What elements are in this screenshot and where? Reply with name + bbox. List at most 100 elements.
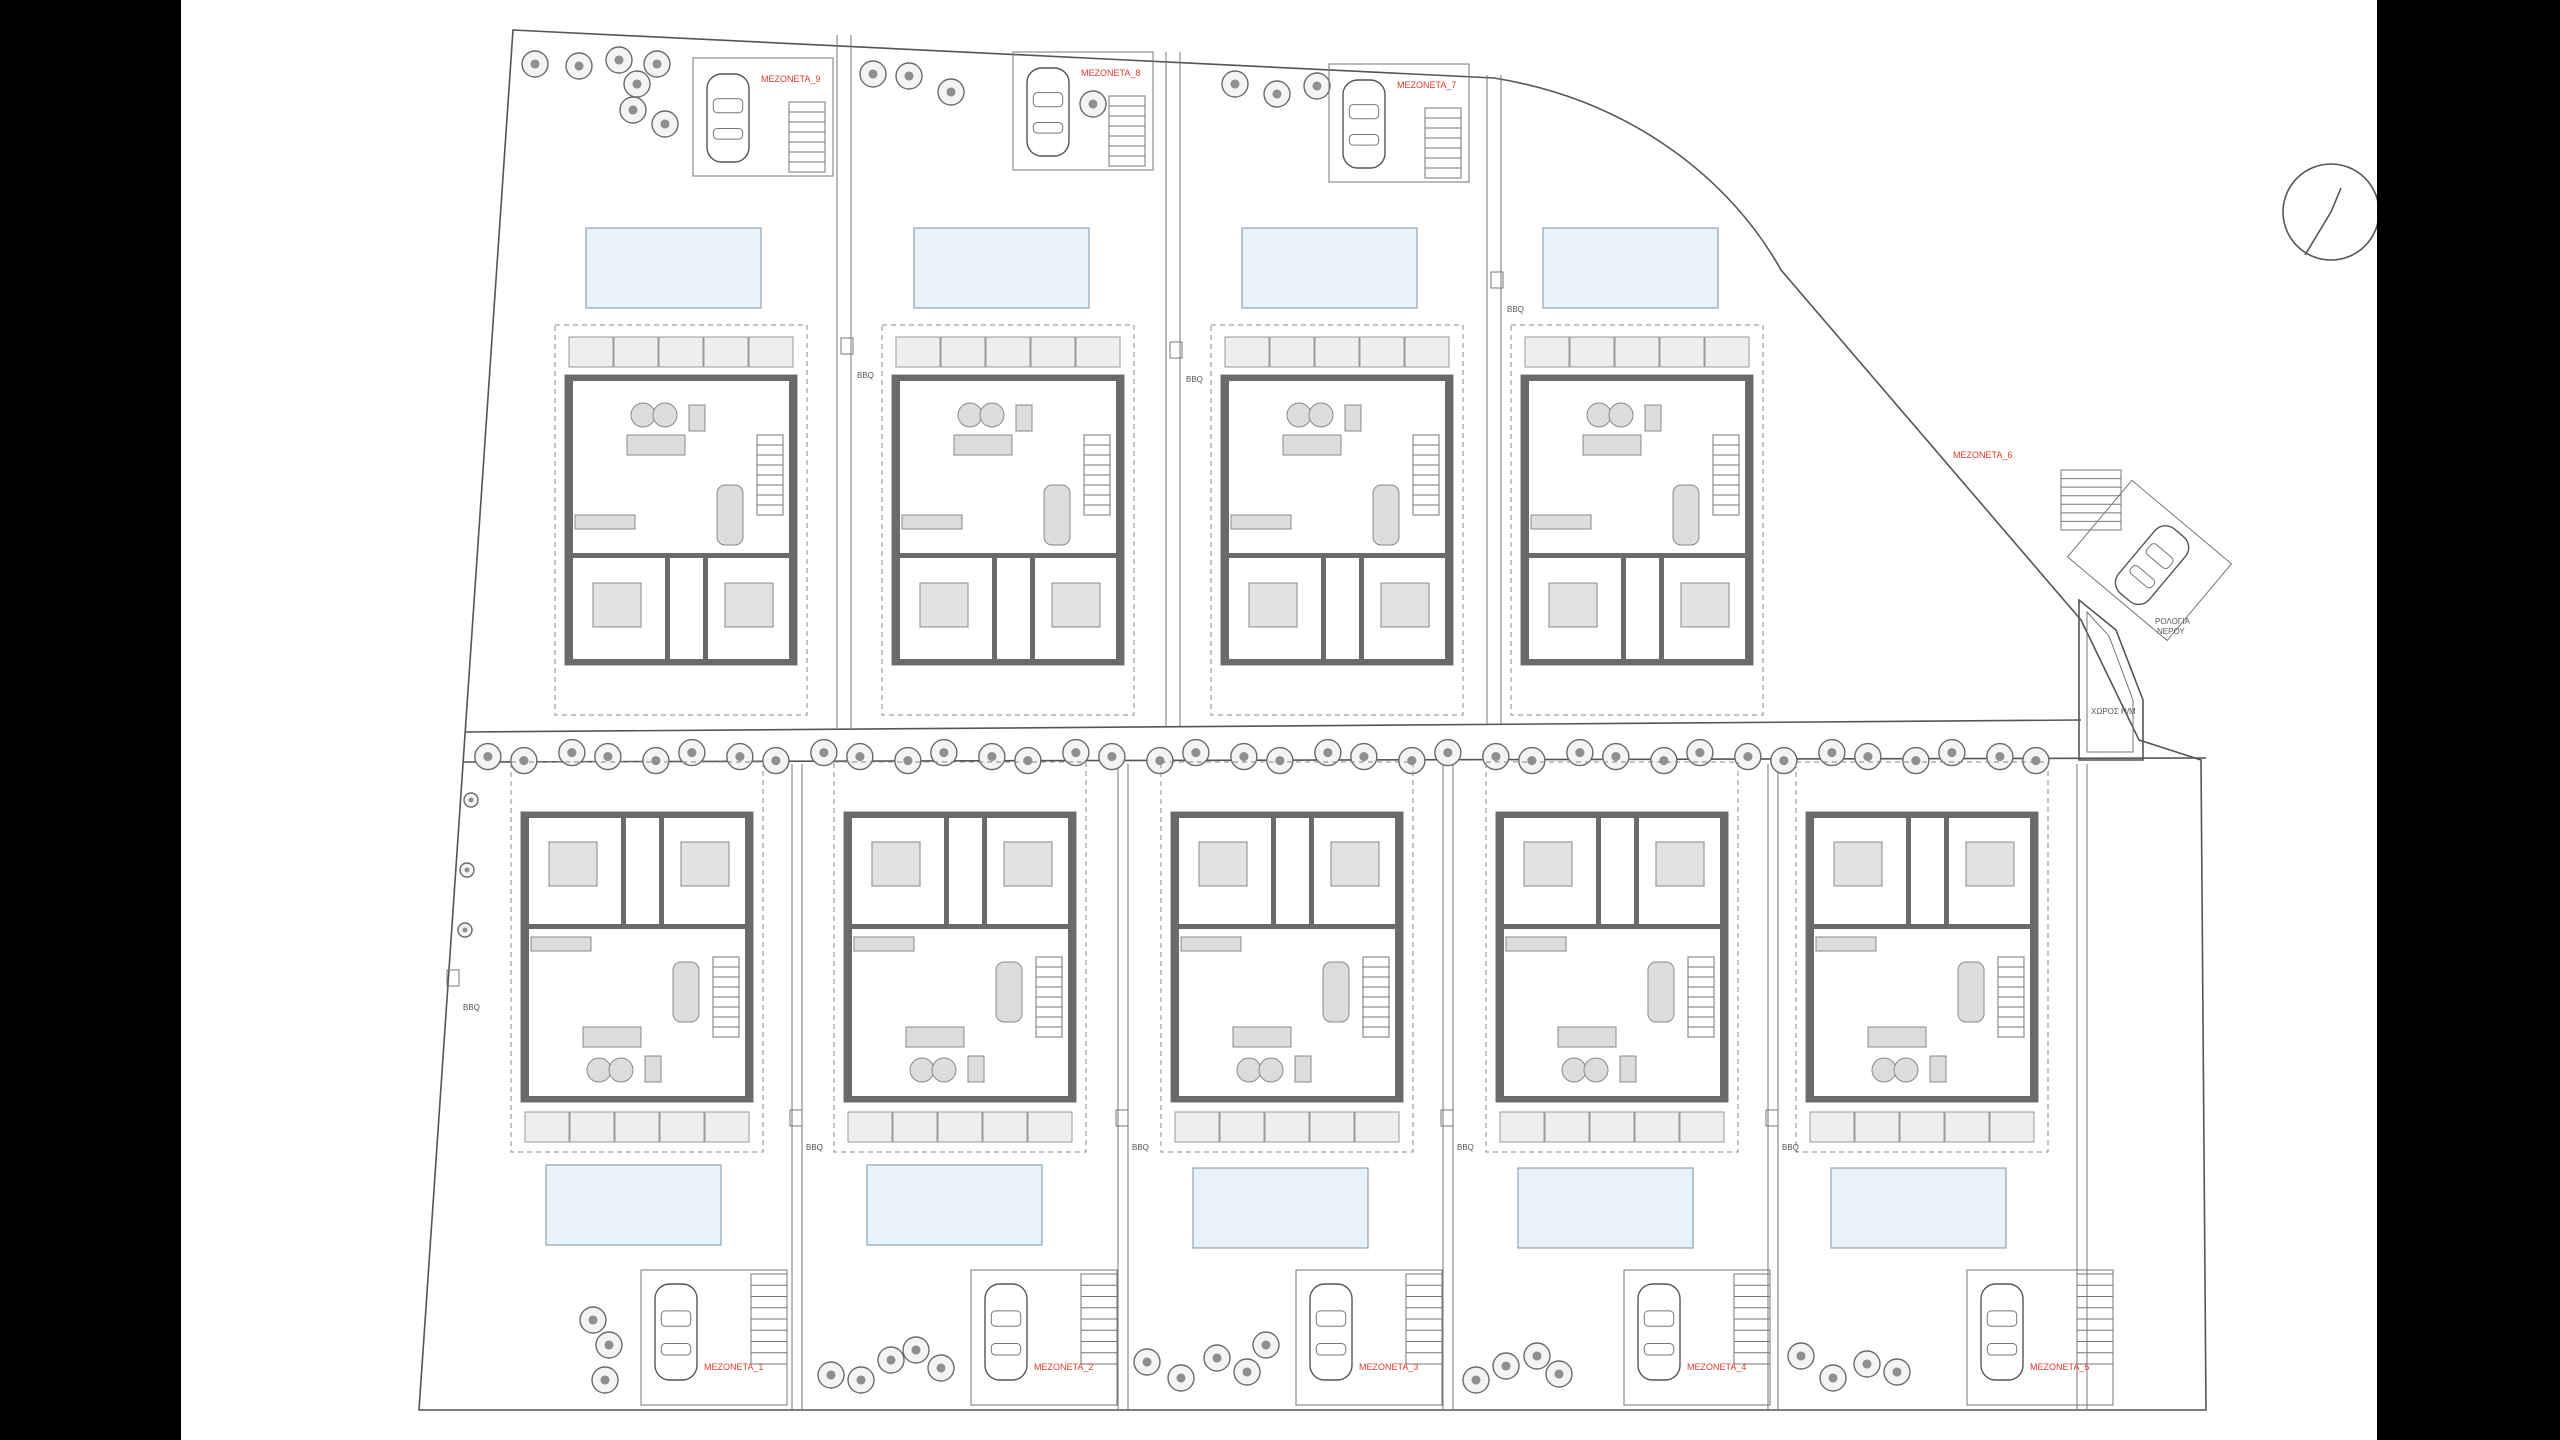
tree-trunk [1796,1351,1806,1361]
bed-icon [1655,841,1705,887]
car-icon [706,73,750,163]
parking-bay [970,1269,1118,1406]
bbq-label: BBQ [1457,1143,1474,1152]
deck [1174,1111,1400,1143]
wall [1496,1096,1728,1102]
dining-table [995,961,1023,1023]
armchair [652,402,678,428]
wall [1309,812,1314,924]
tree-trunk [652,59,662,69]
wall [1496,812,1728,818]
armchair [1871,1057,1897,1083]
tree-trunk [614,55,624,65]
tree-trunk [687,748,697,758]
tree-trunk [1323,748,1333,758]
tree-icon [1986,742,2014,771]
stair-icon [1712,434,1740,516]
kitchen-counter [530,936,592,952]
tree-trunk [1501,1361,1511,1371]
tree-icon [1902,746,1930,775]
tree-trunk [1862,1359,1872,1369]
wall [1395,812,1403,1102]
kitchen-counter [1230,514,1292,530]
sofa [582,1026,642,1048]
tree-icon [510,746,538,775]
parking-outline [692,57,834,177]
wall [900,553,1116,558]
deck-panel [847,1111,893,1143]
tree-icon [565,52,593,80]
tree-trunk [464,867,470,873]
tree-icon [457,922,473,938]
tree-icon [1462,1366,1490,1394]
kitchen-counter [574,514,636,530]
car-windshield [660,1310,692,1327]
tree-trunk [1191,748,1201,758]
deck [895,336,1121,368]
car-windshield [2145,543,2174,570]
tree-trunk [826,1370,836,1380]
bbq-grill-icon [1169,341,1183,359]
bed-icon [1003,841,1053,887]
parking-bay [1966,1269,2114,1406]
wall [1171,812,1403,818]
tree-trunk [1272,89,1282,99]
wall [1116,375,1124,665]
tree-icon [1566,738,1594,767]
pool [1830,1167,2007,1249]
armchair [608,1057,634,1083]
tree-icon [1314,738,1342,767]
water-meter-label: ΝΕΡΟΥ [2157,627,2185,636]
tree-trunk [1743,752,1753,762]
tree-icon [1787,1342,1815,1370]
bbq-grill-icon [446,969,460,987]
armchair [1308,402,1334,428]
tree-icon [2022,746,2050,775]
wall [565,659,797,665]
tree-icon [463,792,479,808]
wall [521,812,753,818]
tree-icon [594,742,622,771]
deck-panel [703,336,749,368]
bed-icon [1523,841,1573,887]
bed-icon [1965,841,2015,887]
deck-panel [1854,1111,1900,1143]
tree-icon [1303,72,1331,100]
sofa [953,434,1013,456]
unit-label: MEZONETA_2 [1034,1362,1093,1372]
tree-trunk [1827,748,1837,758]
armchair [1893,1057,1919,1083]
tree-icon [930,738,958,767]
pool [913,227,1090,309]
deck-panel [1544,1111,1590,1143]
deck-panel [1499,1111,1545,1143]
deck-panel [1075,336,1121,368]
tree-trunk [1443,748,1453,758]
tree-icon [1770,746,1798,775]
deck [847,1111,1073,1143]
bbq-label: BBQ [1132,1143,1149,1152]
tree-icon [1133,1348,1161,1376]
water-meter-label: ΡΟΛΟΓΙΑ [2155,617,2190,626]
bbq-label: BBQ [1782,1143,1799,1152]
deck-panel [1524,336,1570,368]
car-body [1342,79,1386,169]
stair-outline [1424,107,1462,179]
tree-trunk [468,797,474,803]
tree-trunk [660,119,670,129]
car-icon [984,1283,1028,1381]
car-rear-window [2129,564,2156,589]
car-windshield [990,1310,1022,1327]
tree-trunk [903,756,913,766]
stair-outline [788,101,826,173]
stair-outline [1108,95,1146,167]
access-road [464,719,2082,733]
car-rear-window [660,1343,692,1356]
tree-trunk [1275,756,1285,766]
wall [1596,812,1601,924]
wall [745,812,753,1102]
tree-trunk [1947,748,1957,758]
tree-trunk [1532,1351,1542,1361]
tree-trunk [519,756,529,766]
tree-icon [1350,742,1378,771]
